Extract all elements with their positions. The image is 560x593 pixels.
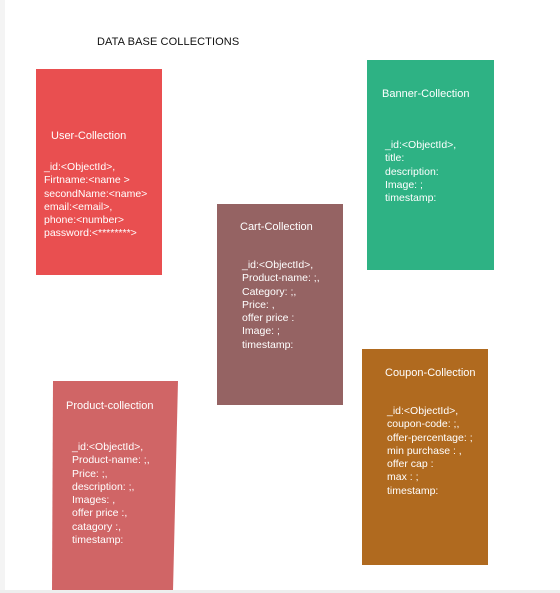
cart-collection-card[interactable]: Cart-Collection _id:<ObjectId>,Product-n… — [217, 204, 343, 405]
collection-field: description: ;, — [72, 480, 135, 493]
collection-field: timestamp: — [72, 534, 124, 547]
collection-field: phone:<number> — [44, 214, 124, 227]
collection-field: Price: , — [242, 298, 275, 311]
cart-collection-title: Cart-Collection — [240, 221, 313, 233]
collection-field: offer price :, — [72, 507, 128, 520]
collection-field: _id:<ObjectId>, — [385, 139, 457, 151]
collection-field: description: — [385, 165, 439, 178]
coupon-collection-fields: _id:<ObjectId>,coupon-code: ;,offer-perc… — [387, 405, 473, 498]
banner-collection-card[interactable]: Banner-Collection _id:<ObjectId>,title:d… — [367, 60, 494, 270]
diagram-title: DATA BASE COLLECTIONS — [97, 36, 240, 48]
collection-field: Images: , — [72, 494, 116, 507]
collection-field: offer price : — [242, 312, 295, 325]
collection-field: Product-name: ;, — [72, 454, 150, 467]
user-collection-card[interactable]: User-Collection _id:<ObjectId>,Firtname:… — [36, 69, 162, 275]
coupon-collection-title: Coupon-Collection — [385, 367, 476, 379]
collection-field: offer-percentage: ; — [387, 431, 473, 444]
collection-field: timestamp: — [242, 338, 294, 351]
collection-field: min purchase : , — [387, 444, 462, 457]
user-collection-title: User-Collection — [51, 130, 127, 142]
collection-field: _id:<ObjectId>, — [72, 441, 144, 453]
product-collection-fields: _id:<ObjectId>,Product-name: ;,Price: ;,… — [72, 441, 150, 547]
collection-field: title: — [385, 152, 405, 165]
collection-field: timestamp: — [385, 192, 437, 205]
collection-field: Image: ; — [242, 325, 280, 338]
collection-field: Price: ;, — [72, 467, 108, 480]
collection-field: max : ; — [387, 471, 419, 484]
collection-field: Image: ; — [385, 178, 423, 191]
product-collection-title: Product-collection — [66, 400, 154, 412]
product-collection-card[interactable]: Product-collection _id:<ObjectId>,Produc… — [52, 381, 178, 591]
collection-field: secondName:<name> — [44, 187, 148, 200]
banner-collection-title: Banner-Collection — [382, 88, 470, 100]
collection-field: Product-name: ;, — [242, 272, 320, 285]
collection-field: offer cap : — [387, 458, 434, 471]
coupon-collection-card[interactable]: Coupon-Collection _id:<ObjectId>,coupon-… — [362, 349, 488, 565]
collection-field: Category: ;, — [242, 285, 297, 298]
collection-field: password:<********> — [44, 227, 137, 240]
collection-field: Firtname:<name > — [44, 174, 130, 187]
cart-collection-fields: _id:<ObjectId>,Product-name: ;,Category:… — [242, 259, 320, 352]
collection-field: email:<email>, — [44, 200, 113, 213]
collection-field: _id:<ObjectId>, — [44, 161, 116, 173]
bottom-divider — [0, 590, 560, 593]
collection-field: _id:<ObjectId>, — [242, 259, 314, 271]
collection-field: coupon-code: ;, — [387, 418, 460, 431]
collection-field: _id:<ObjectId>, — [387, 405, 459, 417]
user-collection-fields: _id:<ObjectId>,Firtname:<name >secondNam… — [44, 161, 147, 241]
product-collection-fill — [52, 381, 178, 591]
banner-collection-fields: _id:<ObjectId>,title:description:Image: … — [385, 139, 456, 205]
product-collection-shape — [52, 381, 178, 591]
collection-field: timestamp: — [387, 484, 439, 497]
collection-field: catagory :, — [72, 520, 122, 533]
